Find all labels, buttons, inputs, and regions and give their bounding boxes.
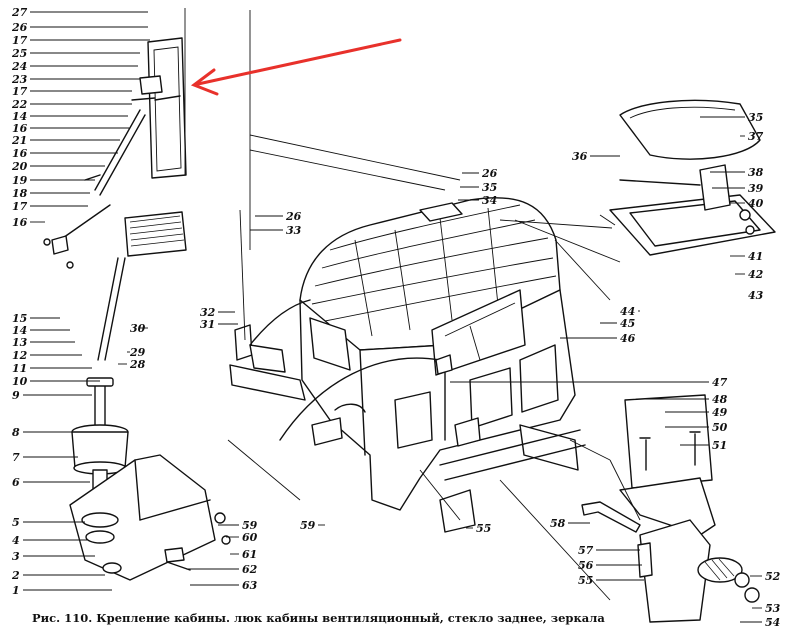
red-annotation-arrow bbox=[190, 38, 402, 96]
callout-right-44: 44 bbox=[620, 305, 635, 318]
callout-lower_center-59: 59 bbox=[242, 519, 258, 532]
callout-left-26: 26 bbox=[11, 21, 28, 34]
mirror-assembly bbox=[43, 37, 187, 361]
callout-left-16: 16 bbox=[12, 122, 28, 135]
callout-roof-26: 26 bbox=[481, 167, 498, 180]
callout-roof-35: 35 bbox=[482, 181, 497, 194]
rear-mount bbox=[581, 394, 760, 623]
callout-left-16: 16 bbox=[12, 216, 28, 229]
callout-left-21: 21 bbox=[11, 134, 27, 147]
callout-labels: 2726172524231722141621162019181716151413… bbox=[11, 6, 781, 629]
callout-right-47: 47 bbox=[712, 376, 728, 389]
callout-left-1: 1 bbox=[12, 584, 20, 597]
callout-mirror_bottom-30: 30 bbox=[130, 322, 146, 335]
callout-right-57: 57 bbox=[578, 544, 594, 557]
callout-left-17: 17 bbox=[12, 85, 28, 98]
callout-left-4: 4 bbox=[12, 534, 20, 547]
callout-right-53: 53 bbox=[765, 602, 781, 615]
callout-lower_center-60: 60 bbox=[242, 531, 258, 544]
callout-hatch-42: 42 bbox=[748, 268, 764, 281]
callout-roof-34: 34 bbox=[482, 194, 497, 207]
callout-lower_center-63: 63 bbox=[242, 579, 258, 592]
callout-left-22: 22 bbox=[11, 98, 28, 111]
callout-left-16: 16 bbox=[12, 147, 28, 160]
leader-lines bbox=[184, 8, 641, 601]
callout-right-55: 55 bbox=[578, 574, 593, 587]
callout-left-12: 12 bbox=[12, 349, 28, 362]
callout-mid-33: 33 bbox=[286, 224, 302, 237]
callout-right-56: 56 bbox=[578, 559, 594, 572]
callout-right-51: 51 bbox=[712, 439, 727, 452]
callout-right-52: 52 bbox=[765, 570, 781, 583]
callout-left-23: 23 bbox=[11, 73, 28, 86]
callout-hatch-38: 38 bbox=[748, 166, 764, 179]
callout-lower_center-61: 61 bbox=[242, 548, 257, 561]
callout-lower_center-62: 62 bbox=[242, 563, 258, 576]
callout-hatch-39: 39 bbox=[748, 182, 764, 195]
callout-left-25: 25 bbox=[11, 47, 27, 60]
callout-hatch-41: 41 bbox=[748, 250, 763, 263]
callout-left-13: 13 bbox=[12, 336, 28, 349]
callout-left-3: 3 bbox=[12, 550, 20, 563]
figure-caption: Рис. 110. Крепление кабины. люк кабины в… bbox=[32, 611, 605, 625]
callout-mirror_bottom-28: 28 bbox=[129, 358, 146, 371]
callout-left-6: 6 bbox=[12, 476, 20, 489]
callout-hatch-43: 43 bbox=[748, 289, 764, 302]
callout-hatch-36: 36 bbox=[572, 150, 588, 163]
callout-mid-26: 26 bbox=[285, 210, 302, 223]
callout-hatch-35: 35 bbox=[748, 111, 763, 124]
callout-left-27: 27 bbox=[11, 6, 28, 19]
callout-left-11: 11 bbox=[12, 362, 27, 375]
callout-left-9: 9 bbox=[12, 389, 20, 402]
callout-left-5: 5 bbox=[12, 516, 20, 529]
callout-left-7: 7 bbox=[12, 451, 20, 464]
callout-left-17: 17 bbox=[12, 34, 28, 47]
callout-left-18: 18 bbox=[12, 187, 28, 200]
callout-hatch-40: 40 bbox=[748, 197, 764, 210]
callout-mid-31: 31 bbox=[200, 318, 215, 331]
callout-left-19: 19 bbox=[12, 174, 28, 187]
callout-right-48: 48 bbox=[712, 393, 728, 406]
callout-left-20: 20 bbox=[11, 160, 28, 173]
callout-right-58: 58 bbox=[550, 517, 566, 530]
callout-right-49: 49 bbox=[712, 406, 728, 419]
callout-right-54: 54 bbox=[765, 616, 780, 629]
callout-left-24: 24 bbox=[11, 60, 27, 73]
callout-lower_center-59: 59 bbox=[300, 519, 316, 532]
callout-left-17: 17 bbox=[12, 200, 28, 213]
callout-right-45: 45 bbox=[620, 317, 635, 330]
callout-mid-32: 32 bbox=[200, 306, 216, 319]
cab-mount bbox=[69, 377, 231, 581]
cab-body bbox=[229, 197, 586, 533]
callout-right-50: 50 bbox=[712, 421, 728, 434]
callout-hatch-37: 37 bbox=[748, 130, 764, 143]
callout-left-10: 10 bbox=[12, 375, 28, 388]
callout-left-14: 14 bbox=[12, 110, 27, 123]
callout-left-14: 14 bbox=[12, 324, 27, 337]
callout-left-15: 15 bbox=[12, 312, 27, 325]
roof-hatch bbox=[609, 99, 776, 256]
callout-right-46: 46 bbox=[620, 332, 636, 345]
callout-mirror_bottom-29: 29 bbox=[129, 346, 146, 359]
callout-left-8: 8 bbox=[12, 426, 20, 439]
callout-left-2: 2 bbox=[11, 569, 20, 582]
callout-lower_center-55: 55 bbox=[476, 522, 491, 535]
